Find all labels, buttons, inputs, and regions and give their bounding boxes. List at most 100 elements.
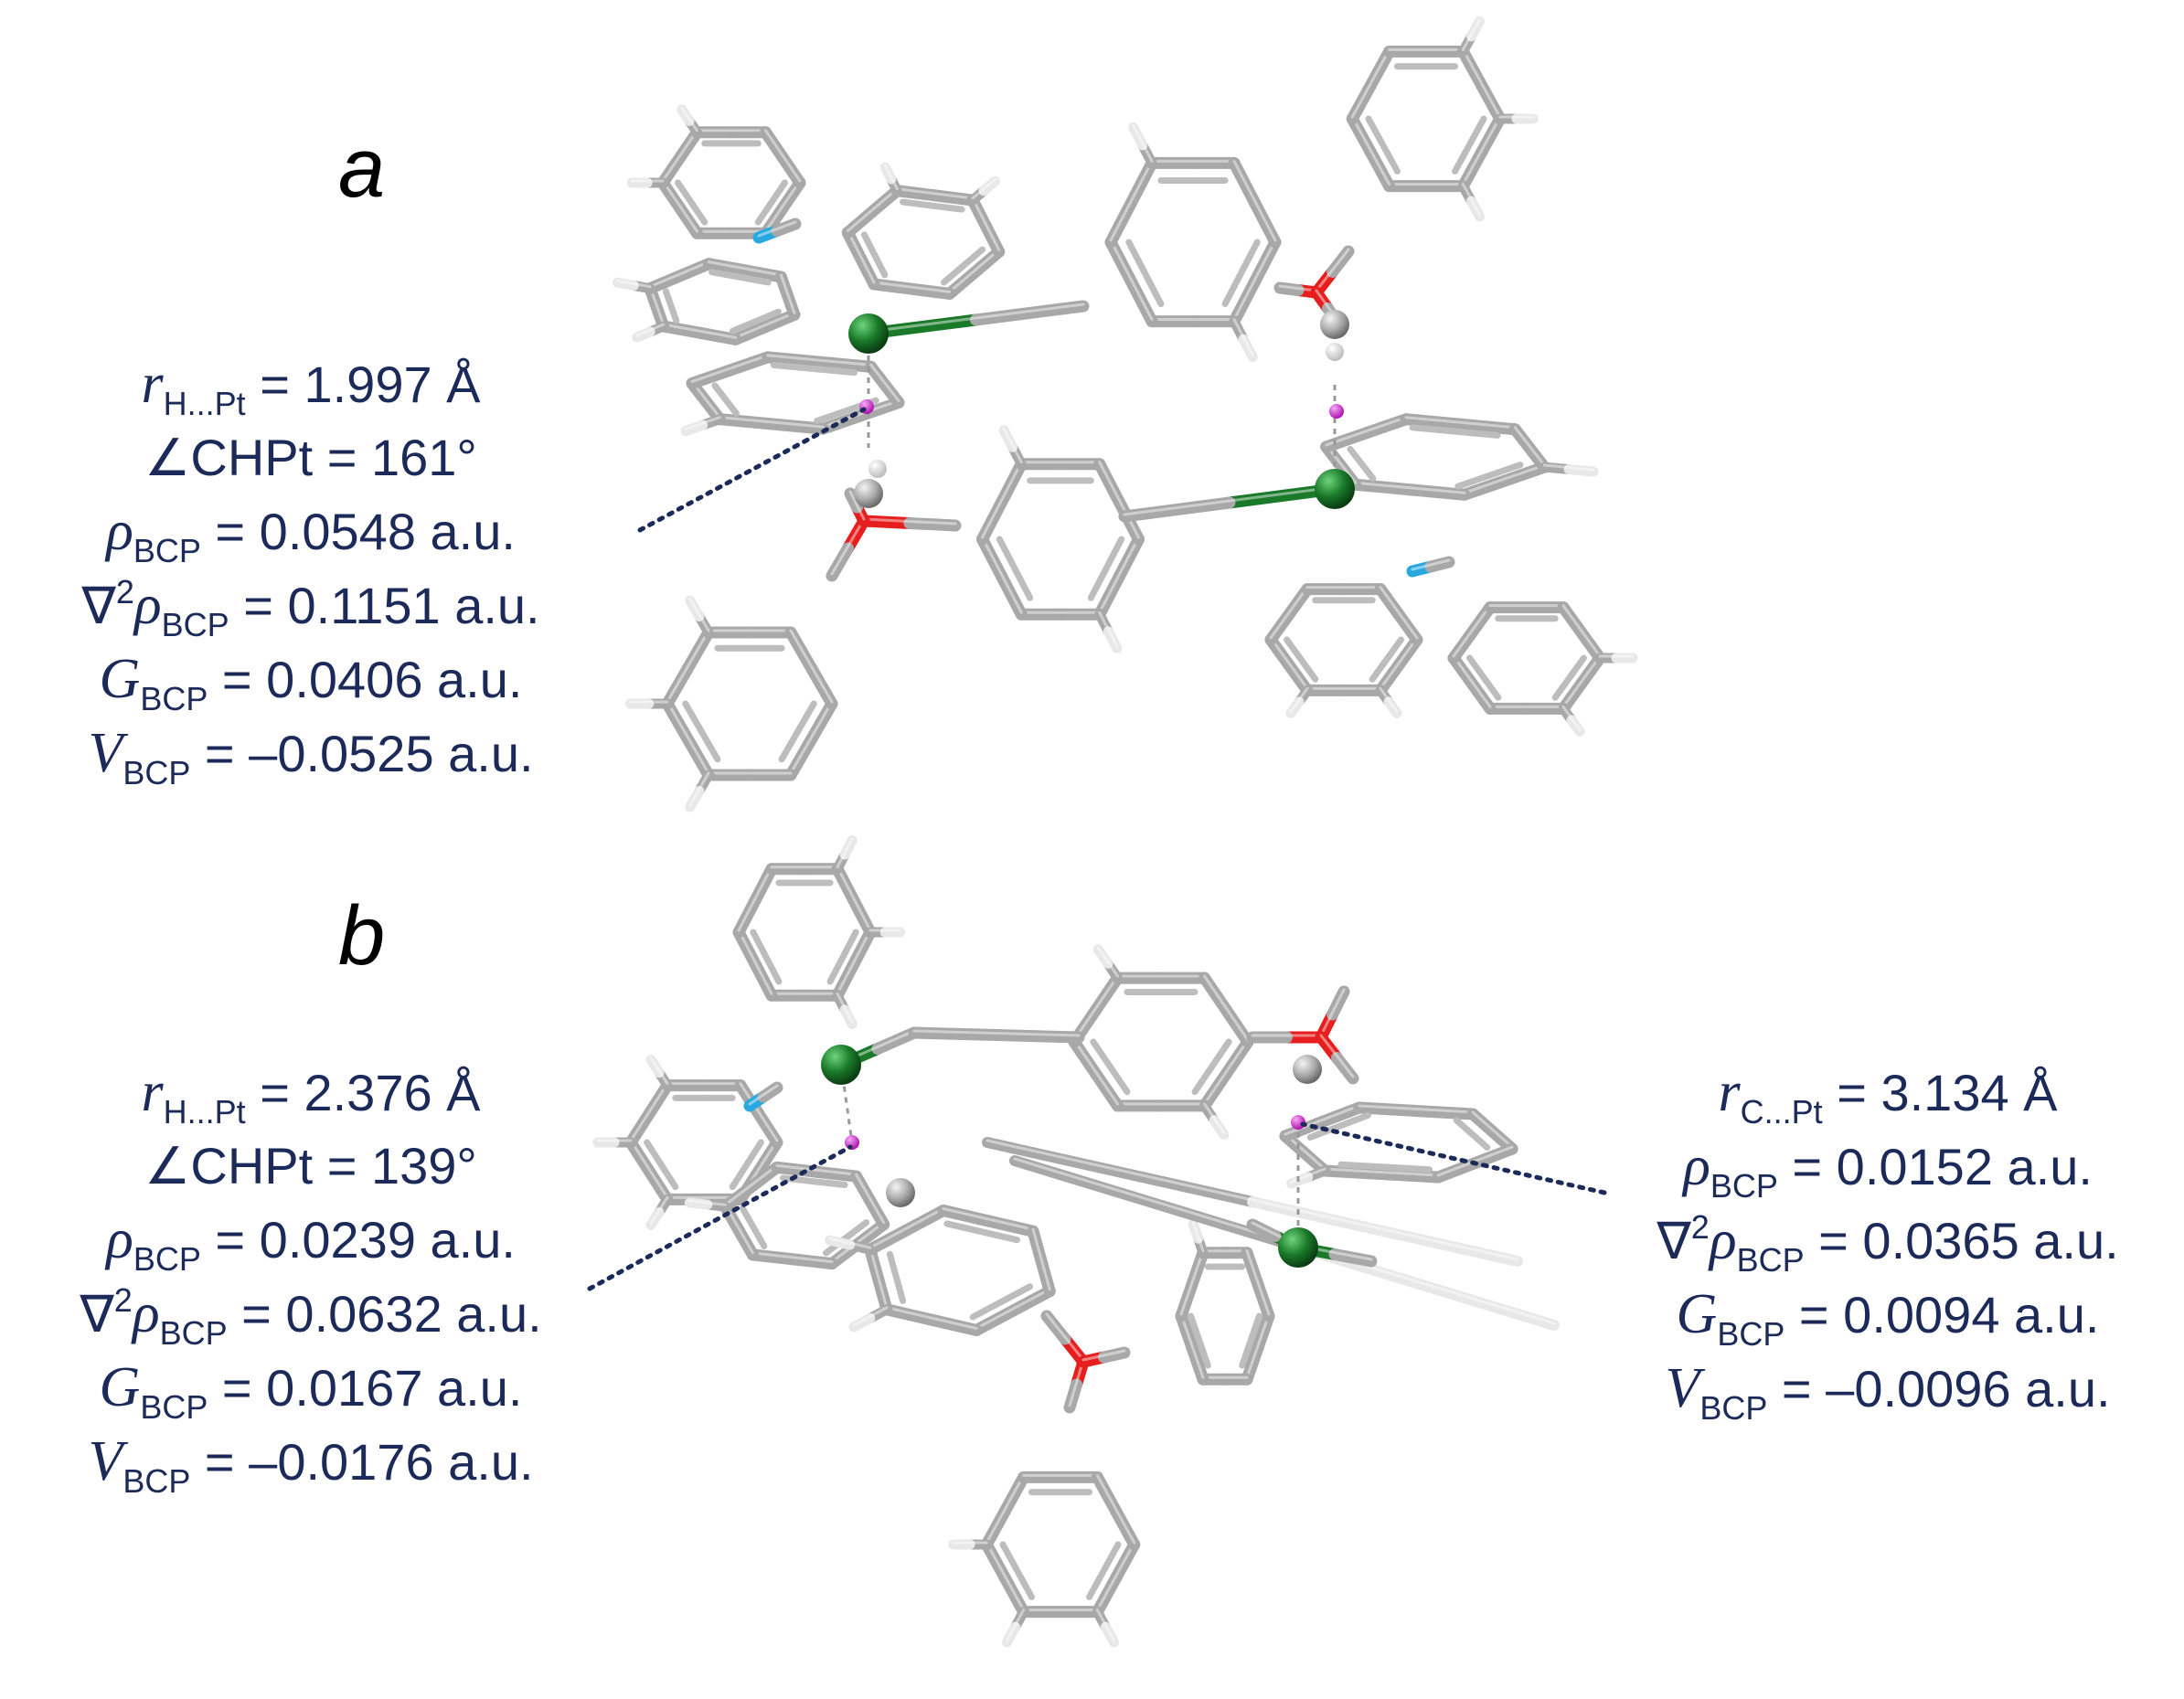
bond-highlight — [1109, 159, 1154, 242]
bond — [1364, 146, 1396, 193]
bond-highlight — [1203, 1038, 1250, 1106]
bond-highlight — [1461, 17, 1482, 51]
bond — [732, 894, 762, 939]
bond — [686, 364, 736, 390]
bond-highlight — [985, 1473, 1026, 1545]
aromatic-bond — [739, 1205, 768, 1249]
bond — [1349, 478, 1416, 496]
bond — [826, 542, 854, 582]
bond — [771, 218, 802, 237]
bond-highlight — [1325, 416, 1408, 447]
bond — [1125, 156, 1158, 209]
bond — [632, 326, 655, 343]
bond — [765, 418, 829, 435]
bond-highlight — [1098, 611, 1119, 648]
bond — [1318, 1164, 1388, 1181]
rho-row: ρBCP = 0.0548 a.u. — [106, 500, 516, 569]
bond-highlight — [830, 517, 866, 576]
bond-highlight — [688, 771, 710, 807]
bond-highlight — [1404, 416, 1517, 430]
bond-highlight — [789, 700, 834, 775]
aromatic-bond — [940, 246, 986, 286]
bond — [844, 487, 863, 514]
g-row: GBCP = 0.0406 a.u. — [99, 648, 523, 717]
bond — [1199, 972, 1232, 1016]
bond-highlight — [1098, 536, 1140, 614]
contact-properties-a: rH...Pt = 1.997 Å ∠CHPt = 161° ρBCP = 0.… — [18, 347, 603, 791]
bond-highlight — [836, 837, 854, 869]
aromatic-bond — [644, 1139, 679, 1191]
aromatic-bond — [1085, 1541, 1122, 1600]
bond — [1316, 1101, 1366, 1128]
bond — [677, 104, 695, 126]
bond — [1199, 1067, 1232, 1112]
aromatic-bond — [943, 1220, 1020, 1244]
bond — [776, 151, 806, 189]
bond — [1100, 1621, 1120, 1648]
bond-highlight — [1379, 586, 1419, 640]
bond-highlight — [872, 281, 952, 293]
bond-highlight — [1411, 558, 1451, 571]
bond-highlight — [885, 1306, 978, 1330]
bond-highlight — [1471, 1110, 1514, 1149]
aromatic-bond — [1221, 239, 1261, 308]
aromatic-bond — [1125, 239, 1165, 308]
bond-highlight — [1002, 427, 1023, 464]
bond-highlight — [779, 273, 796, 314]
bond-highlight — [1245, 1312, 1271, 1379]
platinum-atom — [848, 313, 889, 354]
bond — [1246, 1218, 1282, 1242]
bond-highlight — [1045, 1312, 1085, 1362]
bond — [979, 219, 1006, 258]
bond — [1040, 1310, 1071, 1345]
bond — [1383, 696, 1402, 718]
rho-row: ρBCP = 0.0152 a.u. — [1683, 1135, 2093, 1205]
aromatic-bond — [1454, 462, 1524, 490]
bond-highlight — [1379, 636, 1419, 690]
bond-highlight — [981, 536, 1023, 614]
bond — [1328, 1248, 1378, 1268]
bond — [1424, 556, 1455, 573]
bond-highlight — [1350, 48, 1391, 119]
bond-highlight — [985, 1139, 1519, 1261]
aromatic-bond — [1337, 1161, 1433, 1173]
bond — [1090, 972, 1124, 1016]
aromatic-bond — [1191, 1038, 1232, 1096]
bond-highlight — [981, 461, 1023, 539]
bond — [645, 1206, 665, 1230]
aromatic-bond — [754, 179, 788, 226]
bond — [723, 351, 774, 377]
bond-highlight — [629, 1082, 669, 1142]
bond — [1279, 1115, 1328, 1142]
bond — [847, 894, 877, 939]
bond-highlight — [869, 363, 900, 402]
bond — [978, 175, 1000, 196]
bond-highlight — [1068, 1358, 1085, 1407]
aromatic-bond — [996, 536, 1034, 601]
bond-highlight — [1269, 636, 1309, 690]
aromatic-bond — [1451, 115, 1487, 175]
bond-highlight — [1081, 1349, 1126, 1362]
bond-highlight — [985, 1541, 1026, 1612]
bond — [1346, 79, 1377, 125]
bond-highlight — [635, 323, 666, 337]
bond-highlight — [846, 229, 876, 284]
laplacian-row: ∇2ρBCP = 0.1151 a.u. — [81, 573, 540, 643]
bond — [982, 1215, 1039, 1237]
bond — [1098, 1346, 1131, 1364]
bond-highlight — [1245, 1249, 1271, 1316]
bond-highlight — [883, 164, 899, 191]
aromatic-bond — [1188, 1312, 1211, 1369]
aromatic-bond — [662, 288, 680, 324]
bond-highlight — [688, 597, 710, 632]
bond — [682, 733, 715, 781]
bond-highlight — [661, 129, 698, 183]
bond-highlight — [684, 416, 721, 431]
v-row: VBCP = –0.0176 a.u. — [88, 1430, 534, 1500]
bond-highlight — [1461, 48, 1502, 119]
bond — [1403, 483, 1471, 501]
bond — [1238, 334, 1258, 363]
bond-highlight — [739, 1082, 779, 1142]
laplacian-row: ∇2ρBCP = 0.0632 a.u. — [80, 1281, 542, 1352]
